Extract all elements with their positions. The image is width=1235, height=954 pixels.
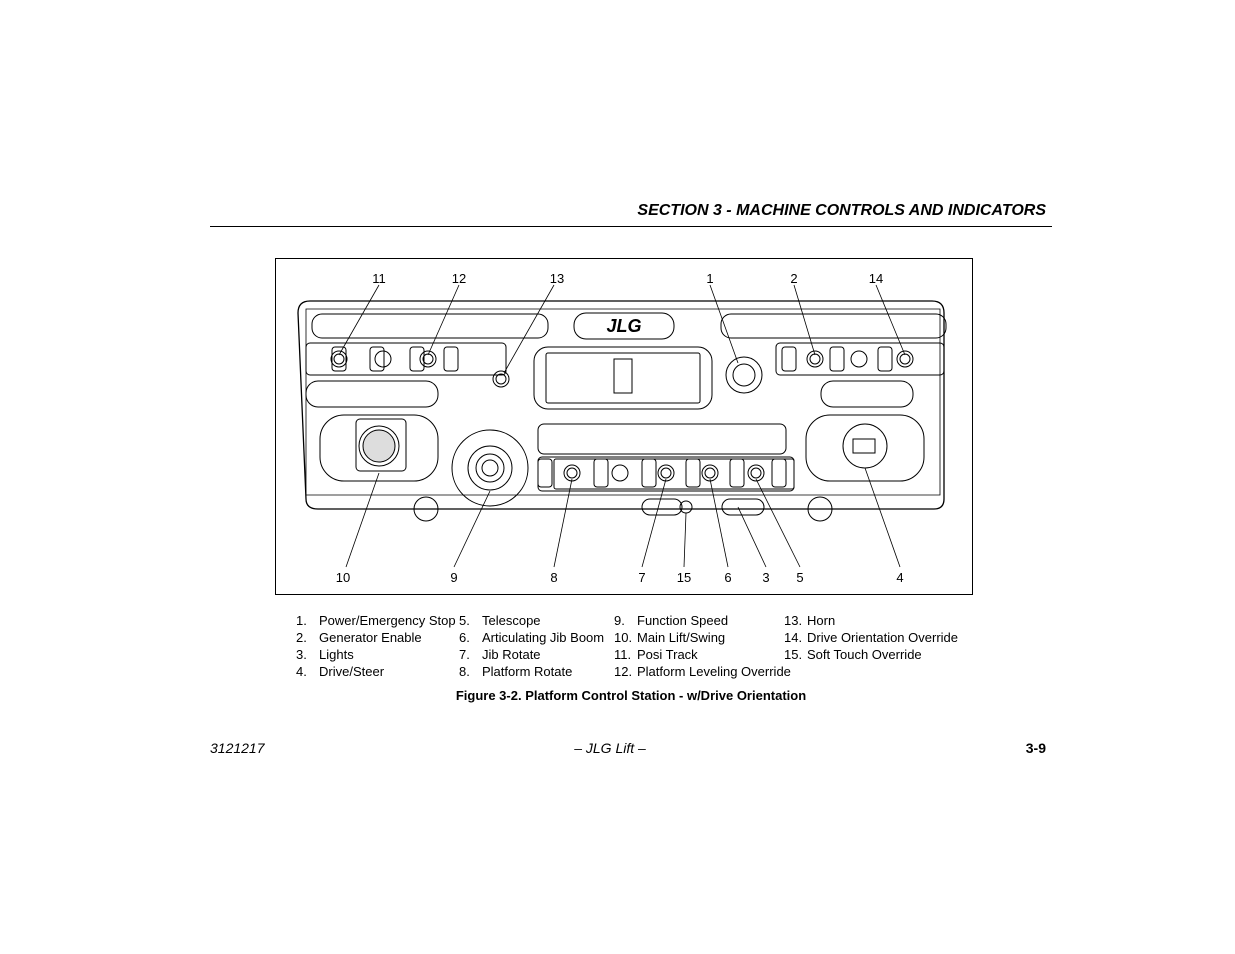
callout-11: 11 <box>372 271 386 286</box>
callout-7: 7 <box>638 570 645 585</box>
legend-column-3: 9.Function Speed 10.Main Lift/Swing 11.P… <box>614 612 791 680</box>
callout-12: 12 <box>452 271 466 286</box>
legend-item: 11.Posi Track <box>614 647 698 662</box>
footer-publication: – JLG Lift – <box>574 740 646 756</box>
legend-item: 8.Platform Rotate <box>459 664 573 679</box>
legend-item: 6.Articulating Jib Boom <box>459 630 605 645</box>
legend-column-4: 13.Horn 14.Drive Orientation Override 15… <box>784 612 958 663</box>
callout-4: 4 <box>896 570 903 585</box>
legend-item: 12.Platform Leveling Override <box>614 664 791 679</box>
callout-10: 10 <box>336 570 350 585</box>
legend-item: 5.Telescope <box>459 613 541 628</box>
page-number: 3-9 <box>1025 740 1046 756</box>
callout-9: 9 <box>450 570 457 585</box>
legend-item: 10.Main Lift/Swing <box>614 630 726 645</box>
callout-1: 1 <box>706 271 713 286</box>
callout-13: 13 <box>550 271 564 286</box>
legend-item: 3.Lights <box>296 647 354 662</box>
callout-5: 5 <box>796 570 803 585</box>
legend-item: 14.Drive Orientation Override <box>784 630 958 645</box>
section-title: SECTION 3 - MACHINE CONTROLS AND INDICAT… <box>637 202 1046 219</box>
control-panel-illustration: JLG 11 12 13 1 2 14 10 9 8 7 15 6 3 5 4 <box>297 271 947 585</box>
callout-8: 8 <box>550 570 557 585</box>
legend-column-2: 5.Telescope 6.Articulating Jib Boom 7.Ji… <box>459 612 604 680</box>
panel-brand-label: JLG <box>606 316 641 336</box>
legend-column-1: 1.Power/Emergency Stop 2.Generator Enabl… <box>296 612 456 680</box>
callout-14: 14 <box>869 271 883 286</box>
figure-caption: Figure 3-2. Platform Control Station - w… <box>455 688 807 703</box>
legend-item: 9.Function Speed <box>614 613 729 628</box>
callout-2: 2 <box>790 271 797 286</box>
legend-item: 4.Drive/Steer <box>296 664 385 679</box>
figure-frame: JLG 11 12 13 1 2 14 10 9 8 7 15 6 3 5 4 <box>275 258 973 595</box>
legend-item: 7.Jib Rotate <box>459 647 541 662</box>
legend-item: 1.Power/Emergency Stop <box>296 613 456 628</box>
legend-item: 2.Generator Enable <box>296 630 422 645</box>
header-divider <box>210 226 1052 227</box>
callout-6: 6 <box>724 570 731 585</box>
legend-item: 13.Horn <box>784 613 836 628</box>
callout-15: 15 <box>677 570 691 585</box>
callout-3: 3 <box>762 570 769 585</box>
document-number: 3121217 <box>210 740 265 756</box>
legend-item: 15.Soft Touch Override <box>784 647 922 662</box>
